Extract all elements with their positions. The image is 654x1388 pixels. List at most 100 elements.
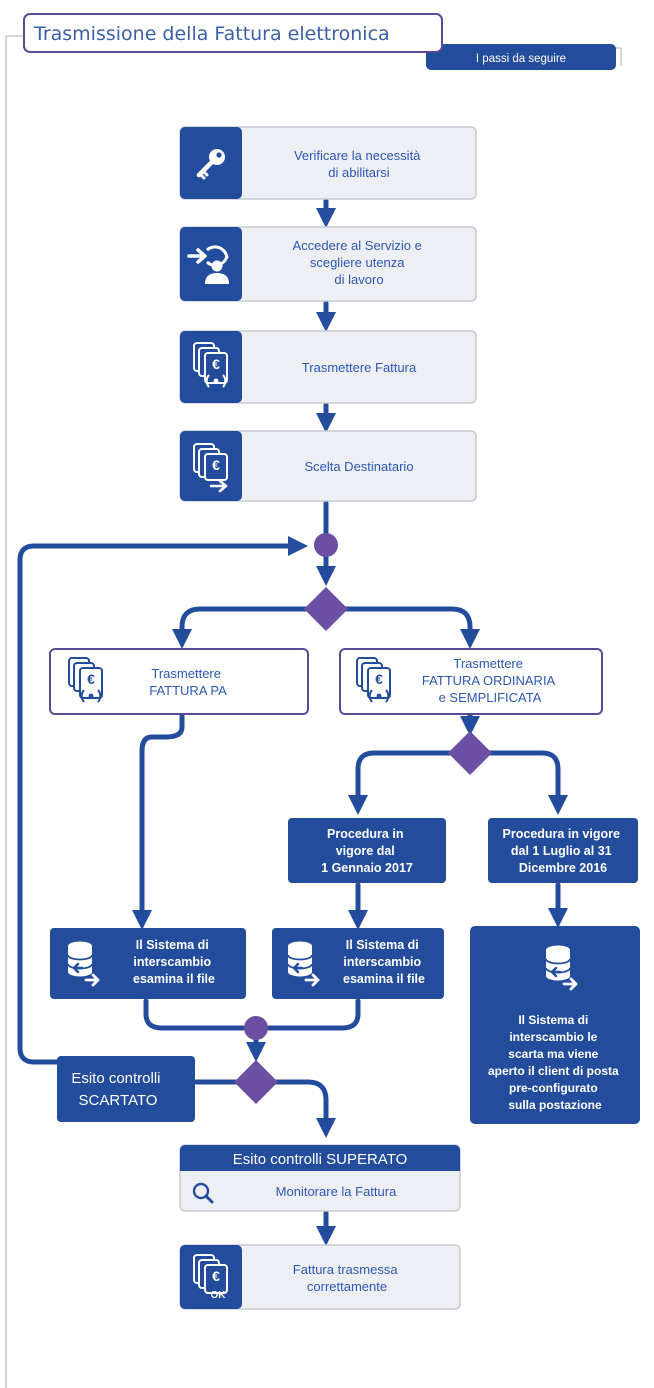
database-exchange-icon: [287, 941, 320, 987]
database-exchange-icon: [67, 941, 100, 987]
procedure-2016[interactable]: Procedura in vigore dal 1 Luglio al 31 D…: [488, 818, 638, 883]
step-ordinary-line-2: FATTURA ORDINARIA: [422, 673, 556, 688]
sdi-reject-line-5: pre-configurato: [509, 1081, 598, 1095]
sdi-reject-line-6: sulla postazione: [508, 1098, 602, 1112]
svg-text:Esito controlli SCARTATO: Esito controlli SCARTATO: [71, 1070, 164, 1109]
step-ordinary[interactable]: € Trasmettere FATTURA ORDINARIA e SEMPLI…: [339, 648, 603, 715]
procedure-2017-line-1: Procedura in: [327, 827, 403, 841]
subtitle: I passi da seguire: [476, 53, 566, 65]
step-access-line-2: scegliere utenza: [310, 255, 405, 270]
step-verify-line-2: di abilitarsi: [328, 165, 390, 180]
sdi-reject-line-3: scarta ma viene: [508, 1047, 598, 1061]
svg-text:Trasmettere FATTURA PA: Trasmettere FATTURA PA: [149, 666, 227, 698]
branch-to-ordinary: [341, 606, 480, 649]
key-icon: [196, 149, 225, 180]
branch-to-pa: [172, 606, 311, 649]
done-line-2: correttamente: [307, 1279, 387, 1294]
outcome-passed[interactable]: Esito controlli SUPERATO Monitorare la F…: [179, 1144, 461, 1212]
merge-node-top: [314, 533, 338, 557]
procedure-2017-line-3: 1 Gennaio 2017: [321, 861, 413, 875]
invoice-wireless-icon: €: [193, 342, 228, 388]
svg-text:Fattura trasmessa corret: Fattura trasmessa correttamente: [293, 1262, 401, 1294]
procedure-2016-line-2: dal 1 Luglio al 31: [511, 844, 612, 858]
connectors: [17, 198, 568, 1246]
svg-text:Il Sistema di interscamb: Il Sistema di interscambio le scarta ma …: [488, 1013, 622, 1112]
sdi-pa-line-1: Il Sistema di: [136, 938, 209, 952]
branch-to-2016: [485, 750, 568, 815]
flow-nodes: [234, 533, 492, 1104]
svg-text:€: €: [212, 356, 220, 372]
sdi-reject-line-2: interscambio le: [509, 1030, 597, 1044]
decision-node-ordinary: [448, 731, 492, 775]
sdi-reject-line-4: aperto il client di posta: [488, 1064, 619, 1078]
svg-text:Verificare la necessità: Verificare la necessità di abilitarsi: [294, 148, 424, 180]
sdi-ord-line-1: Il Sistema di: [346, 938, 419, 952]
sdi-pa-line-2: interscambio: [133, 955, 211, 969]
sdi-ord-line-2: interscambio: [343, 955, 421, 969]
step-transmit[interactable]: € Trasmettere Fattura: [179, 330, 477, 404]
title-box: [23, 13, 443, 53]
svg-text:€: €: [375, 671, 383, 687]
rejected-line-2: SCARTATO: [79, 1092, 158, 1109]
svg-text:Procedura in vigore dal: Procedura in vigore dal 1 Gennaio 2017: [321, 827, 413, 875]
login-user-icon: [187, 245, 229, 284]
sdi-ord-to-merge: [266, 998, 361, 1031]
svg-text:Il Sistema di interscamb: Il Sistema di interscambio esamina il fi…: [133, 938, 215, 986]
svg-text:€: €: [87, 671, 95, 687]
sdi-pa-to-merge: [143, 998, 246, 1031]
done-line-1: Fattura trasmessa: [293, 1262, 399, 1277]
rejected-loop-back: [17, 536, 308, 1065]
svg-text:€: €: [212, 1268, 220, 1284]
svg-text:OK: OK: [211, 1290, 227, 1301]
step-ordinary-line-3: e SEMPLIFICATA: [439, 690, 542, 705]
step-verify[interactable]: Verificare la necessità di abilitarsi: [179, 126, 477, 200]
step-verify-line-1: Verificare la necessità: [294, 148, 421, 163]
procedure-2016-line-3: Dicembre 2016: [519, 861, 607, 875]
step-pa-line-1: Trasmettere: [151, 666, 221, 681]
search-icon: [192, 1182, 214, 1204]
passed-header: Esito controlli SUPERATO: [233, 1151, 408, 1168]
svg-text:Procedura in vigore dal: Procedura in vigore dal 1 Luglio al 31 D…: [503, 827, 624, 875]
step-transmit-label: Trasmettere Fattura: [302, 360, 417, 375]
database-exchange-icon: [545, 945, 578, 991]
procedure-2017-line-2: vigore dal: [336, 844, 395, 858]
step-access-line-1: Accedere al Servizio e: [293, 238, 422, 253]
invoice-ok-icon: € OK: [193, 1254, 228, 1301]
step-recipient-label: Scelta Destinatario: [304, 459, 413, 474]
step-recipient[interactable]: € Scelta Destinatario: [179, 430, 477, 502]
procedure-2016-line-1: Procedura in vigore: [503, 827, 620, 841]
svg-text:€: €: [212, 457, 220, 473]
pa-to-sdi: [132, 713, 185, 930]
invoice-send-icon: €: [193, 443, 228, 493]
step-done[interactable]: € OK Fattura trasmessa correttamente: [179, 1244, 461, 1310]
step-access[interactable]: Accedere al Servizio e scegliere utenza …: [179, 226, 477, 302]
outcome-rejected[interactable]: Esito controlli SCARTATO: [57, 1056, 195, 1122]
monitor-label: Monitorare la Fattura: [276, 1184, 397, 1199]
procedure-2017[interactable]: Procedura in vigore dal 1 Gennaio 2017: [288, 818, 446, 883]
step-pa-line-2: FATTURA PA: [149, 683, 227, 698]
invoice-wireless-icon: €: [356, 657, 391, 703]
step-pa[interactable]: € Trasmettere FATTURA PA: [49, 648, 309, 715]
sdi-pa-line-3: esamina il file: [133, 972, 215, 986]
sdi-reject-box[interactable]: Il Sistema di interscambio le scarta ma …: [470, 926, 640, 1124]
rejected-line-1: Esito controlli: [71, 1070, 160, 1087]
decision-node-outcome: [234, 1060, 278, 1104]
sdi-reject-line-1: Il Sistema di: [518, 1013, 588, 1027]
step-access-line-3: di lavoro: [334, 272, 383, 287]
step-ordinary-line-1: Trasmettere: [453, 656, 523, 671]
invoice-wireless-icon: €: [68, 657, 103, 703]
svg-text:Trasmettere FATTURA ORDI: Trasmettere FATTURA ORDINARIA e SEMPLIFI…: [422, 656, 558, 705]
svg-text:Il Sistema di interscamb: Il Sistema di interscambio esamina il fi…: [343, 938, 425, 986]
branch-to-2017: [348, 750, 455, 815]
subtitle-tab: [426, 44, 616, 70]
page-title: Trasmissione della Fattura elettronica: [33, 23, 390, 45]
merge-node-bottom: [244, 1016, 268, 1040]
sdi-check-pa[interactable]: Il Sistema di interscambio esamina il fi…: [50, 928, 246, 999]
sdi-check-ordinary[interactable]: Il Sistema di interscambio esamina il fi…: [272, 928, 444, 999]
header: I passi da seguire Trasmissione della Fa…: [23, 13, 616, 70]
sdi-ord-line-3: esamina il file: [343, 972, 425, 986]
svg-text:Accedere al Servizio e s: Accedere al Servizio e scegliere utenza …: [293, 238, 426, 287]
decision-to-passed: [271, 1079, 336, 1138]
decision-node-main: [304, 587, 348, 631]
